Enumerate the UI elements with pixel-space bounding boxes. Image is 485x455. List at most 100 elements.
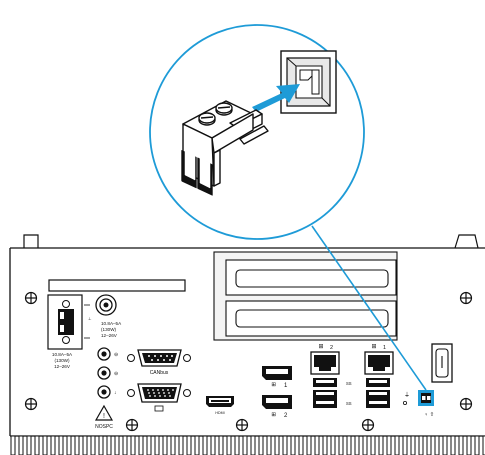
svg-text:⊞: ⊞ — [371, 344, 376, 350]
vent-fin — [370, 435, 376, 455]
usb-ss-top: SS — [346, 381, 352, 386]
vent-fin — [114, 435, 120, 455]
ethernet-port-2 — [310, 351, 340, 375]
usb-ss-bottom: SS — [346, 401, 352, 406]
svg-text:⊖: ⊖ — [114, 352, 118, 358]
vent-fin — [74, 435, 80, 455]
vent-fin — [154, 435, 160, 455]
screw-icon — [361, 418, 375, 432]
expansion-slot-2 — [235, 309, 389, 328]
vent-fin — [130, 435, 136, 455]
vent-fin — [106, 435, 112, 455]
vent-fin — [258, 435, 264, 455]
vent-fin — [34, 435, 40, 455]
power-connector-port — [418, 390, 434, 406]
svg-text:⊞: ⊞ — [271, 412, 276, 418]
power-receptacle — [280, 50, 337, 114]
vent-fin — [458, 435, 464, 455]
vent-fin — [378, 435, 384, 455]
top-slot — [48, 279, 186, 292]
vent-fin — [146, 435, 152, 455]
vent-fin — [354, 435, 360, 455]
vent-fin — [330, 435, 336, 455]
vent-fin — [482, 435, 485, 455]
vent-fin — [58, 435, 64, 455]
insert-arrow-icon — [252, 84, 300, 112]
vent-fin — [42, 435, 48, 455]
screw-icon — [235, 418, 249, 432]
vent-fin — [234, 435, 240, 455]
warning-icon: ! — [94, 404, 114, 421]
dp1-label: 1 — [284, 383, 288, 389]
ground-icon: ⏚ — [404, 392, 410, 399]
vent-fin — [402, 435, 408, 455]
displayport-1 — [262, 366, 292, 380]
left-top-tab — [23, 234, 39, 248]
vent-fin — [290, 435, 296, 455]
callout-line — [311, 225, 427, 391]
vent-fin — [98, 435, 104, 455]
nospc-label: NOSPC — [95, 424, 113, 430]
vent-fin — [226, 435, 232, 455]
panel-screws — [24, 291, 473, 432]
vent-fin — [474, 435, 480, 455]
screw-icon — [24, 397, 38, 411]
vent-fin — [90, 435, 96, 455]
left-power-label-3: 12–26V — [54, 364, 71, 369]
ethernet-port-1 — [364, 351, 394, 375]
screw-icon — [459, 397, 473, 411]
power-connector-icon — [181, 100, 269, 196]
left-power-label-2: (130W) — [54, 358, 70, 363]
vent-fin — [18, 435, 24, 455]
vent-fin — [266, 435, 272, 455]
vent-fin — [426, 435, 432, 455]
dc-jack — [95, 294, 117, 316]
power-switch-icon — [431, 343, 453, 383]
vent-fin — [338, 435, 344, 455]
vent-fin — [298, 435, 304, 455]
vent-fin — [10, 435, 16, 455]
eth1-label: 1 — [383, 345, 386, 351]
vent-fin — [314, 435, 320, 455]
vent-fin — [242, 435, 248, 455]
vent-fin — [362, 435, 368, 455]
dc-jack-label-2: (130W) — [101, 327, 117, 332]
vent-fin — [418, 435, 424, 455]
screw-icon — [459, 291, 473, 305]
vent-fin — [122, 435, 128, 455]
vent-fin — [178, 435, 184, 455]
vent-fins — [10, 435, 485, 455]
vent-fin — [386, 435, 392, 455]
vent-fin — [250, 435, 256, 455]
screw-icon — [125, 418, 139, 432]
svg-text:⊞: ⊞ — [318, 344, 323, 350]
vent-fin — [162, 435, 168, 455]
vent-fin — [138, 435, 144, 455]
vent-fin — [322, 435, 328, 455]
vent-fin — [466, 435, 472, 455]
dp2-label: 2 — [284, 413, 288, 419]
left-power-block: ⊥ — [47, 294, 92, 350]
vent-fin — [26, 435, 32, 455]
hdmi-port — [206, 396, 234, 407]
vent-fin — [186, 435, 192, 455]
displayport-2 — [262, 395, 292, 409]
canbus-label: CANbus — [150, 370, 169, 376]
svg-text:↓: ↓ — [114, 390, 117, 396]
expansion-slot-1 — [235, 269, 389, 288]
usb-ports — [313, 378, 390, 408]
vent-fin — [282, 435, 288, 455]
back-panel: ⊥ 10.8A–5A (130W) 12–26V 10.8A–5A (130W)… — [9, 234, 485, 455]
dc-jack-label-1: 10.8A–5A — [101, 321, 122, 326]
vga-port — [127, 383, 191, 412]
svg-text:⊥: ⊥ — [88, 316, 92, 321]
vent-fin — [82, 435, 88, 455]
vent-fin — [394, 435, 400, 455]
screw-icon — [24, 291, 38, 305]
vent-fin — [218, 435, 224, 455]
vent-fin — [50, 435, 56, 455]
right-top-tab — [454, 234, 479, 249]
vent-fin — [442, 435, 448, 455]
hdmi-label: HDMI — [215, 411, 224, 415]
